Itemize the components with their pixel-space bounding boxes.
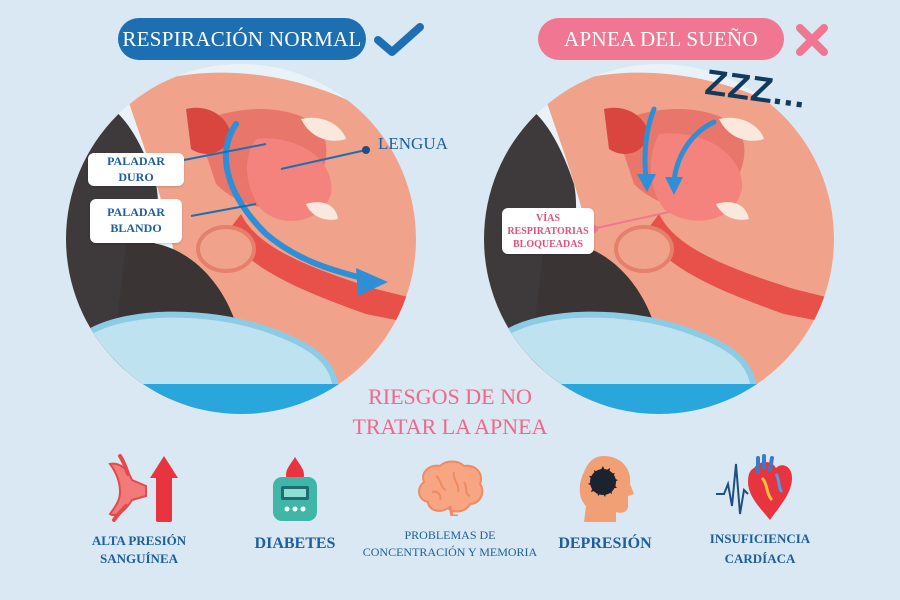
vias-label-1: VÍAS <box>536 212 560 224</box>
paladar-duro-callout: PALADAR DURO <box>88 153 184 186</box>
head-depression-icon <box>579 456 634 522</box>
risks-title-line-1: RIESGOS DE NO <box>368 384 532 409</box>
risk-label-insuficiencia: INSUFICIENCIA CARDÍACA <box>690 529 830 569</box>
apnea-airway-illustration <box>484 64 834 414</box>
risk-insuficiencia-line-2: CARDÍACA <box>724 551 796 567</box>
cross-icon <box>796 24 828 56</box>
risks-title-line-2: TRATAR LA APNEA <box>352 413 548 439</box>
blood-vessel-arrow-icon <box>108 454 178 522</box>
brain-icon <box>418 460 484 516</box>
paladar-blando-callout: PALADAR BLANDO <box>90 199 182 243</box>
paladar-duro-label: PALADAR DURO <box>107 153 165 184</box>
sleep-apnea-pill: APNEA DEL SUEÑO <box>538 18 784 60</box>
paladar-blando-label-2: BLANDO <box>110 221 162 235</box>
vias-label-2: RESPIRATORIAS <box>507 225 589 237</box>
lengua-label: LENGUA <box>378 134 448 153</box>
vias-label-3: BLOQUEADAS <box>512 238 583 250</box>
normal-breathing-pill: RESPIRACIÓN NORMAL <box>118 18 366 60</box>
check-icon <box>374 23 424 56</box>
sleep-apnea-label: APNEA DEL SUEÑO <box>564 26 758 51</box>
risk-concentracion-line-1: PROBLEMAS DE <box>404 528 496 542</box>
risks-title: RIESGOS DE NO TRATAR LA APNEA <box>340 382 560 441</box>
risk-label-presion: ALTA PRESIÓN SANGUÍNEA <box>74 532 204 568</box>
risk-presion-line-2: SANGUÍNEA <box>99 551 178 567</box>
risk-insuficiencia-line-1: INSUFICIENCIA <box>709 531 811 546</box>
risk-presion-line-1: ALTA PRESIÓN <box>91 533 187 548</box>
risk-label-concentracion: PROBLEMAS DE CONCENTRACIÓN Y MEMORIA <box>350 527 550 562</box>
risk-label-diabetes: DIABETES <box>254 535 336 552</box>
glucose-meter-icon <box>273 457 317 521</box>
normal-airway-illustration <box>66 64 416 414</box>
vias-bloqueadas-callout: VÍAS RESPIRATORIAS BLOQUEADAS <box>502 208 594 254</box>
risk-label-depresion: DEPRESIÓN <box>558 535 652 552</box>
risk-concentracion-line-2: CONCENTRACIÓN Y MEMORIA <box>362 545 538 560</box>
paladar-blando-label-1: PALADAR <box>107 205 165 220</box>
normal-breathing-label: RESPIRACIÓN NORMAL <box>122 26 362 51</box>
heart-ecg-icon <box>716 454 792 520</box>
